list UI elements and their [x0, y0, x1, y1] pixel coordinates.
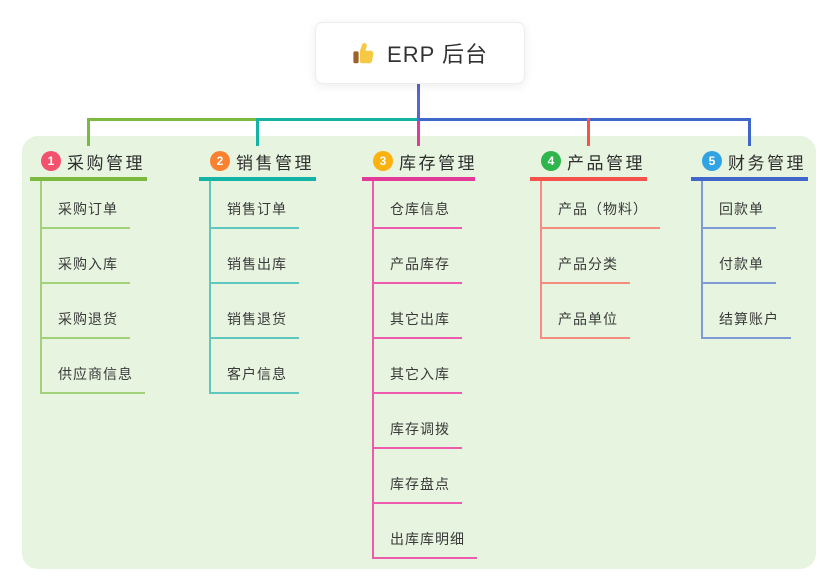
- child-label: 客户信息: [227, 366, 287, 382]
- child-node[interactable]: 库存盘点: [374, 474, 462, 504]
- branch-header[interactable]: 4 产品管理: [530, 145, 647, 181]
- branch: 3 库存管理 仓库信息 产品库存 其它出库 其它入库 库存调拨 库存盘点: [362, 145, 477, 559]
- child-node[interactable]: 销售退货: [211, 309, 299, 339]
- child-label: 销售退货: [227, 311, 287, 327]
- child-label: 付款单: [719, 256, 764, 272]
- child-label: 出库库明细: [390, 531, 465, 547]
- child-label: 产品单位: [558, 311, 618, 327]
- branch-number-badge: 2: [210, 151, 230, 171]
- branch-header[interactable]: 1 采购管理: [30, 145, 147, 181]
- child-row: 结算账户: [703, 284, 791, 339]
- child-label: 库存盘点: [390, 476, 450, 492]
- child-row: 产品（物料）: [542, 181, 660, 229]
- branch-label: 销售管理: [236, 153, 314, 173]
- child-label: 销售出库: [227, 256, 287, 272]
- branch-number-badge: 3: [373, 151, 393, 171]
- branch: 4 产品管理 产品（物料） 产品分类 产品单位: [530, 145, 660, 339]
- child-node[interactable]: 采购退货: [42, 309, 130, 339]
- child-label: 供应商信息: [58, 366, 133, 382]
- branch-label: 产品管理: [567, 153, 645, 173]
- root-node[interactable]: ERP 后台: [315, 22, 525, 84]
- branch-header[interactable]: 3 库存管理: [362, 145, 475, 181]
- child-node[interactable]: 销售订单: [211, 199, 299, 229]
- branch-header[interactable]: 2 销售管理: [199, 145, 316, 181]
- child-label: 销售订单: [227, 201, 287, 217]
- thumbs-up-icon: [352, 41, 377, 66]
- branch-children: 销售订单 销售出库 销售退货 客户信息: [209, 181, 299, 394]
- child-row: 出库库明细: [374, 504, 477, 559]
- child-label: 其它出库: [390, 311, 450, 327]
- child-row: 采购入库: [42, 229, 145, 284]
- child-node[interactable]: 产品（物料）: [542, 199, 660, 229]
- child-node[interactable]: 出库库明细: [374, 529, 477, 559]
- child-node[interactable]: 供应商信息: [42, 364, 145, 394]
- branch: 5 财务管理 回款单 付款单 结算账户: [691, 145, 808, 339]
- branch: 1 采购管理 采购订单 采购入库 采购退货 供应商信息: [30, 145, 147, 394]
- child-node[interactable]: 销售出库: [211, 254, 299, 284]
- canvas-background: [22, 136, 816, 569]
- child-label: 采购订单: [58, 201, 118, 217]
- child-row: 回款单: [703, 181, 791, 229]
- child-row: 采购退货: [42, 284, 145, 339]
- child-row: 其它入库: [374, 339, 477, 394]
- child-row: 其它出库: [374, 284, 477, 339]
- child-row: 供应商信息: [42, 339, 145, 394]
- root-label: ERP 后台: [387, 42, 488, 67]
- child-node[interactable]: 产品分类: [542, 254, 630, 284]
- child-row: 产品库存: [374, 229, 477, 284]
- child-row: 销售出库: [211, 229, 299, 284]
- child-label: 其它入库: [390, 366, 450, 382]
- child-row: 采购订单: [42, 181, 145, 229]
- child-row: 客户信息: [211, 339, 299, 394]
- branch-label: 采购管理: [67, 153, 145, 173]
- child-node[interactable]: 结算账户: [703, 309, 791, 339]
- child-node[interactable]: 产品库存: [374, 254, 462, 284]
- child-label: 仓库信息: [390, 201, 450, 217]
- branch-children: 仓库信息 产品库存 其它出库 其它入库 库存调拨 库存盘点 出库库明细: [372, 181, 477, 559]
- child-row: 库存调拨: [374, 394, 477, 449]
- child-node[interactable]: 产品单位: [542, 309, 630, 339]
- child-label: 采购入库: [58, 256, 118, 272]
- child-node[interactable]: 仓库信息: [374, 199, 462, 229]
- child-label: 产品分类: [558, 256, 618, 272]
- child-node[interactable]: 其它出库: [374, 309, 462, 339]
- branch-number-badge: 1: [41, 151, 61, 171]
- branch-children: 采购订单 采购入库 采购退货 供应商信息: [40, 181, 145, 394]
- child-node[interactable]: 采购订单: [42, 199, 130, 229]
- child-label: 库存调拨: [390, 421, 450, 437]
- child-label: 采购退货: [58, 311, 118, 327]
- branch-children: 产品（物料） 产品分类 产品单位: [540, 181, 660, 339]
- child-node[interactable]: 付款单: [703, 254, 776, 284]
- branch-children: 回款单 付款单 结算账户: [701, 181, 791, 339]
- child-row: 库存盘点: [374, 449, 477, 504]
- child-node[interactable]: 采购入库: [42, 254, 130, 284]
- child-label: 回款单: [719, 201, 764, 217]
- child-label: 结算账户: [719, 311, 779, 327]
- branch-header[interactable]: 5 财务管理: [691, 145, 808, 181]
- branch: 2 销售管理 销售订单 销售出库 销售退货 客户信息: [199, 145, 316, 394]
- branch-label: 财务管理: [728, 153, 806, 173]
- branch-number-badge: 4: [541, 151, 561, 171]
- branch-number-badge: 5: [702, 151, 722, 171]
- child-row: 销售退货: [211, 284, 299, 339]
- child-row: 仓库信息: [374, 181, 477, 229]
- child-label: 产品库存: [390, 256, 450, 272]
- child-node[interactable]: 库存调拨: [374, 419, 462, 449]
- child-row: 产品单位: [542, 284, 660, 339]
- child-node[interactable]: 客户信息: [211, 364, 299, 394]
- child-label: 产品（物料）: [558, 201, 648, 217]
- child-node[interactable]: 其它入库: [374, 364, 462, 394]
- child-node[interactable]: 回款单: [703, 199, 776, 229]
- child-row: 产品分类: [542, 229, 660, 284]
- branch-label: 库存管理: [399, 153, 477, 173]
- child-row: 销售订单: [211, 181, 299, 229]
- child-row: 付款单: [703, 229, 791, 284]
